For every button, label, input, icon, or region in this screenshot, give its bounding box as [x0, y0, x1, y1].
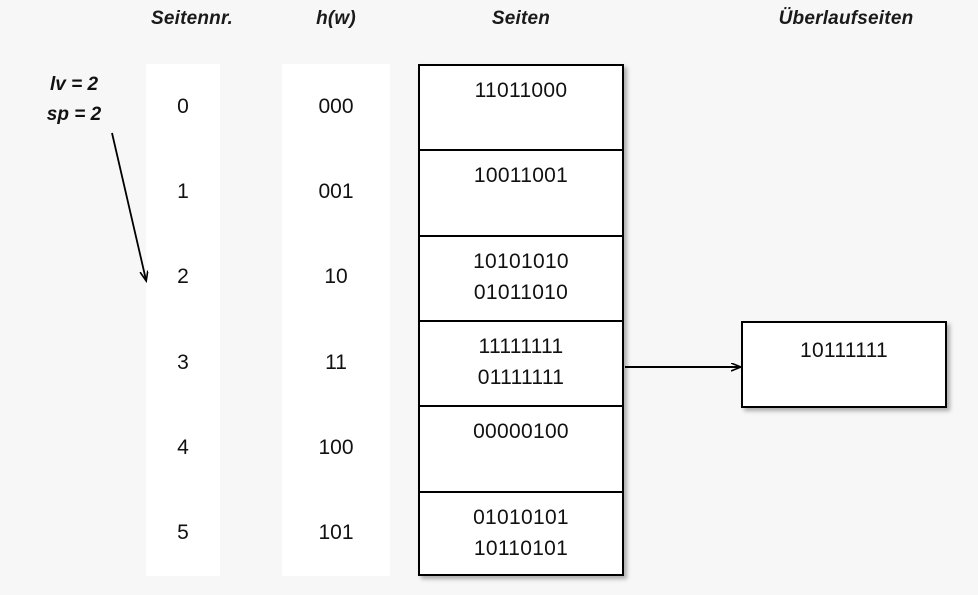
page-row-5: 01010101 10110101	[420, 493, 622, 578]
parameter-lv: lv = 2	[49, 74, 99, 95]
page-line: 10110101	[473, 536, 569, 560]
column-header-hw: h(w)	[316, 8, 356, 29]
page-row-0: 11011000	[420, 66, 622, 152]
hw-cell-3: 11	[325, 350, 347, 374]
seitennr-cell-2: 2	[177, 265, 189, 289]
seitennr-cell-4: 4	[177, 435, 189, 459]
hw-cell-2: 10	[324, 265, 348, 289]
overflow-page-0: 10111111	[741, 321, 947, 408]
pages-table: 11011000 10011001 10101010 01011010 1111…	[418, 64, 624, 576]
column-header-seiten: Seiten	[491, 8, 551, 29]
page-line: 10011001	[473, 164, 569, 188]
hw-cell-0: 000	[318, 94, 354, 118]
page-line: 11111111	[478, 335, 564, 358]
page-row-3: 11111111 01111111	[420, 322, 622, 408]
hw-cell-4: 100	[318, 435, 354, 459]
parameter-labels: lv = 2 sp = 2	[14, 70, 134, 130]
page-line: 00000100	[473, 420, 569, 444]
parameter-sp: sp = 2	[46, 104, 102, 125]
seitennr-cell-1: 1	[177, 179, 189, 203]
hw-column: 000 001 10 11 100 101	[282, 64, 390, 576]
page-line: 01010101	[473, 505, 569, 529]
page-line: 01111111	[477, 366, 565, 389]
page-row-1: 10011001	[420, 151, 622, 237]
hw-cell-1: 001	[318, 179, 354, 203]
seitennr-cell-3: 3	[177, 350, 189, 374]
hw-cell-5: 101	[318, 521, 354, 545]
page-line: 10101010	[473, 249, 569, 273]
seitennr-column: 0 1 2 3 4 5	[146, 64, 220, 576]
split-pointer-arrow	[111, 132, 146, 280]
column-header-ueberlaufseiten: Überlaufseiten	[778, 8, 914, 29]
seitennr-cell-0: 0	[177, 94, 189, 118]
seitennr-cell-5: 5	[177, 521, 189, 545]
page-line: 01011010	[473, 280, 569, 304]
column-header-seitennr: Seitennr.	[150, 8, 234, 29]
page-row-4: 00000100	[420, 407, 622, 493]
overflow-page-line: 10111111	[799, 339, 889, 362]
page-row-2: 10101010 01011010	[420, 237, 622, 322]
page-line: 11011000	[474, 79, 568, 102]
